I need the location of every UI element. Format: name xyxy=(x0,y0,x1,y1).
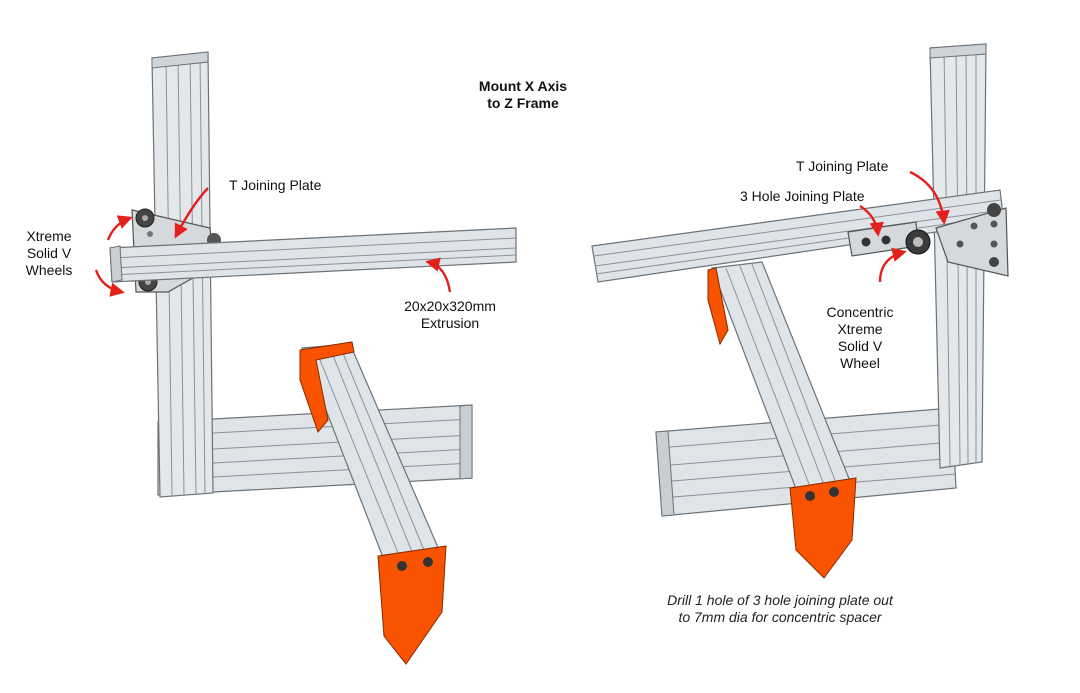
left-diagonal-gantry xyxy=(299,341,447,665)
drill-note: Drill 1 hole of 3 hole joining plate out… xyxy=(667,592,893,625)
left-wheels-label: Xtreme Solid V Wheels xyxy=(25,228,73,278)
left-t-plate-label: T Joining Plate xyxy=(229,177,322,193)
right-3-hole-plate-label: 3 Hole Joining Plate xyxy=(740,188,865,204)
left-assembly xyxy=(109,51,517,665)
right-t-plate-label: T Joining Plate xyxy=(796,158,889,174)
arrow-left-extrusion xyxy=(425,257,452,293)
left-orange-plate-top xyxy=(299,341,355,434)
arrow-left-wheel-bottom xyxy=(94,269,125,297)
arrow-right-wheel xyxy=(878,247,907,283)
left-extrusion-label: 20x20x320mm Extrusion xyxy=(404,298,496,331)
diagram-title: Mount X Axis to Z Frame xyxy=(458,78,588,112)
annotation-arrows xyxy=(94,170,950,297)
right-assembly xyxy=(591,43,1009,579)
left-orange-plate-bottom xyxy=(377,545,447,665)
title-line-1: Mount X Axis xyxy=(478,78,568,94)
right-diagonal-gantry xyxy=(707,261,857,579)
arrow-right-3-hole-plate xyxy=(859,204,884,237)
right-orange-plate-bottom xyxy=(789,477,857,579)
arrow-left-wheel-top xyxy=(106,215,133,241)
arrow-right-t-plate xyxy=(909,170,950,225)
arrow-left-t-plate xyxy=(174,187,209,239)
right-wheel-label: Concentric Xtreme Solid V Wheel xyxy=(826,304,894,371)
left-x-extrusion xyxy=(109,227,517,283)
title-line-2: to Z Frame xyxy=(487,95,559,111)
right-orange-plate-top xyxy=(707,267,729,346)
